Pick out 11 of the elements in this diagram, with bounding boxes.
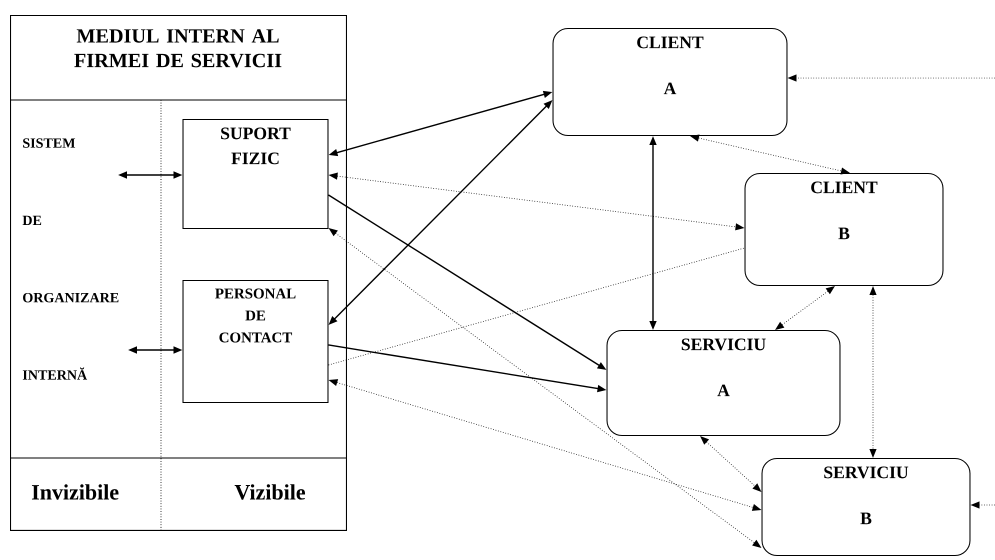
vertical-text: SISTEM DE ORGANIZARE INTERNĂ [22, 138, 118, 380]
rounded-box: CLIENT A [552, 28, 788, 136]
column-label: Invizibile [32, 484, 118, 500]
process-box: PERSONAL DE CONTACT [182, 280, 329, 404]
arrow [700, 436, 762, 492]
arrow [775, 286, 835, 330]
rounded-box: SERVICIU B [762, 458, 971, 556]
process-box: SUPORT FIZIC [182, 119, 329, 230]
column-label: Vizibile [234, 484, 306, 500]
rounded-box: SERVICIU A [606, 330, 840, 436]
rounded-box: CLIENT B [744, 173, 944, 286]
